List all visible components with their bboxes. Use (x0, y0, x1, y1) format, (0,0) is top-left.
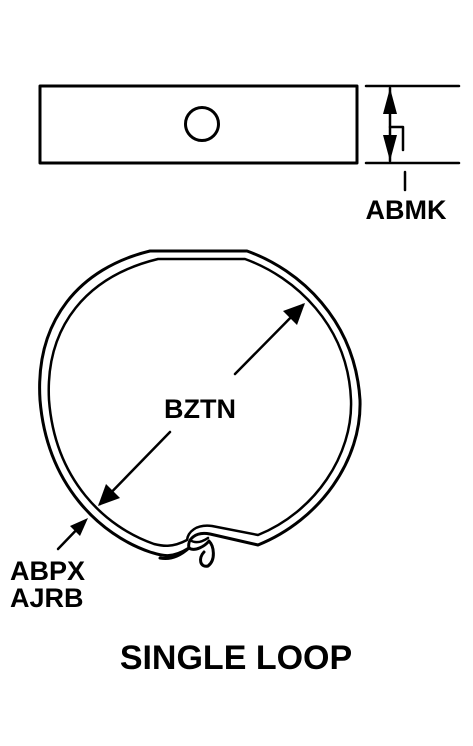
ring-loop-hook (158, 539, 215, 568)
arrowhead-up (383, 88, 397, 114)
material-label-1: ABPX (10, 556, 85, 586)
thickness-leader (388, 125, 405, 152)
arrowhead-upper-right (283, 303, 305, 325)
drawing-caption: SINGLE LOOP (120, 639, 352, 677)
diameter-label: BZTN (164, 394, 236, 424)
ring-loop-hook-inner (188, 536, 210, 544)
thickness-dimension (364, 84, 461, 192)
side-view-hole (184, 106, 220, 142)
material-leader (56, 518, 88, 551)
side-view (38, 84, 359, 165)
diameter-dimension (98, 303, 305, 506)
ring-inner-edge (47, 257, 353, 547)
material-label-2: AJRB (10, 583, 84, 613)
arrowhead-material (70, 518, 88, 536)
side-view-body (38, 84, 359, 165)
ring (38, 249, 362, 568)
arrowhead-down (383, 135, 397, 161)
thickness-label: ABMK (366, 195, 447, 225)
arrowhead-lower-left (98, 484, 120, 506)
